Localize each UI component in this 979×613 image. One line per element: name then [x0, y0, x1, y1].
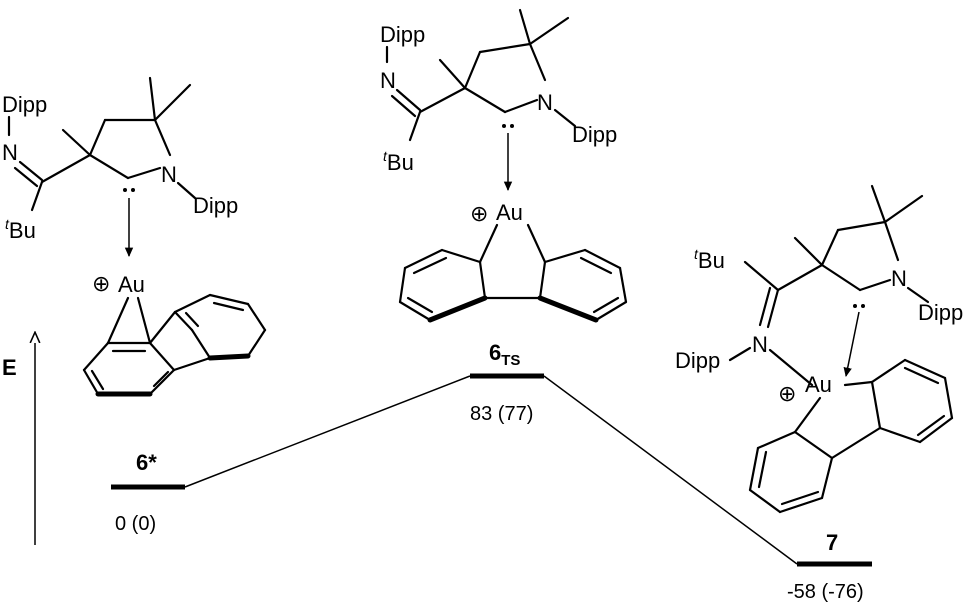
ring-n-text: N — [161, 162, 177, 187]
n-dipp-text: Dipp — [918, 300, 963, 325]
imine-dipp-text: Dipp — [675, 348, 720, 373]
label-6ts: 6TS — [489, 340, 520, 369]
energy-axis: E — [2, 337, 35, 545]
imine-n-text: N — [752, 332, 768, 357]
tbu-text: tBu — [383, 148, 414, 175]
structure-6ts: Dipp N tBu N Dipp ⊕ Au — [380, 8, 628, 323]
label-6ts-sub: TS — [501, 352, 520, 369]
imine-dipp-text: Dipp — [380, 22, 425, 47]
plus-icon: ⊕ — [92, 271, 110, 296]
energy-6star: 0 (0) — [115, 513, 156, 535]
n-dipp-text: Dipp — [193, 193, 238, 218]
au-text: Au — [118, 272, 145, 297]
tbu-text: tBu — [5, 216, 36, 243]
plus-icon: ⊕ — [470, 201, 488, 226]
imine-dipp-text: Dipp — [2, 92, 47, 117]
energy-6ts: 83 (77) — [470, 403, 533, 425]
imine-n-text: N — [380, 68, 396, 93]
ring-n-text: N — [537, 90, 553, 115]
energy-levels — [111, 373, 872, 567]
label-6ts-main: 6 — [489, 340, 501, 365]
connector-6ts-7 — [543, 375, 798, 565]
plus-icon: ⊕ — [778, 381, 796, 406]
imine-n-text: N — [2, 140, 18, 165]
energy-7: -58 (-76) — [787, 581, 864, 603]
label-6star: 6* — [136, 450, 157, 475]
tbu-text: tBu — [694, 246, 725, 273]
label-7: 7 — [826, 530, 838, 555]
ring-n-text: N — [891, 266, 907, 291]
state-labels: 6* 0 (0) 6TS 83 (77) 7 -58 (-76) — [115, 340, 864, 603]
structure-6star: Dipp N tBu N Dipp ⊕ Au — [2, 76, 267, 397]
structure-7: tBu N Dipp N Dipp ⊕ Au — [675, 184, 963, 514]
au-text: Au — [496, 200, 523, 225]
connector-6star-6ts — [184, 375, 471, 488]
axis-label-e: E — [2, 355, 17, 380]
n-dipp-text: Dipp — [572, 122, 617, 147]
au-text: Au — [805, 372, 832, 397]
